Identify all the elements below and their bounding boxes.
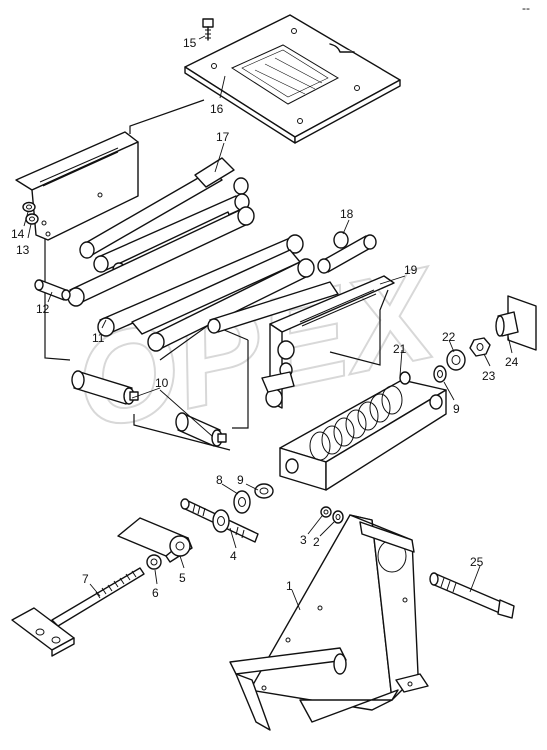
label-25: 25	[470, 555, 484, 569]
label-1: 1	[286, 579, 293, 593]
left-side-bracket	[15, 131, 139, 241]
base-bracket-1	[229, 514, 429, 731]
label-19: 19	[404, 263, 418, 277]
label-10: 10	[155, 376, 169, 390]
label-22: 22	[442, 330, 456, 344]
label-18: 18	[340, 207, 354, 221]
mounting-plate	[184, 14, 401, 144]
label-15: 15	[183, 36, 197, 50]
small-arm-18	[317, 231, 377, 274]
threaded-shaft-4	[180, 498, 259, 543]
spring-frame-21	[279, 371, 447, 491]
washer-8	[233, 490, 251, 514]
label-13: 13	[16, 243, 30, 257]
label-11: 11	[92, 331, 105, 345]
pin-12	[34, 279, 71, 301]
label-17: 17	[216, 130, 230, 144]
label-4: 4	[230, 549, 237, 563]
washer-22	[446, 349, 466, 371]
label-14: 14	[11, 227, 25, 241]
nut-14	[22, 201, 36, 213]
washer-9-left	[254, 483, 274, 499]
label-16: 16	[210, 102, 224, 116]
label-12: 12	[36, 302, 50, 316]
roller-10-a	[71, 370, 139, 405]
label-7: 7	[82, 572, 89, 586]
nut-23	[469, 337, 491, 357]
label-23: 23	[482, 369, 496, 383]
label-5: 5	[179, 571, 186, 585]
rubber-buffer-24	[495, 295, 537, 351]
scissor-arms	[67, 206, 339, 352]
right-side-bracket	[261, 275, 395, 409]
bolt-15	[202, 18, 214, 41]
washer-13	[25, 213, 39, 225]
label-6: 6	[152, 586, 159, 600]
label-8: 8	[216, 473, 223, 487]
label-24: 24	[505, 355, 519, 369]
label-3: 3	[300, 533, 307, 547]
leader-lines	[23, 35, 513, 611]
label-9-left: 9	[237, 473, 244, 487]
long-bolt-25	[429, 572, 515, 619]
corner-mark: --	[522, 1, 530, 15]
label-21: 21	[393, 342, 407, 356]
label-2: 2	[313, 535, 320, 549]
washer-9-right	[433, 365, 447, 383]
nut-3	[320, 506, 332, 518]
roller-10-b	[175, 412, 227, 447]
washer-6	[146, 554, 162, 570]
spring-coils	[309, 385, 403, 461]
washer-2	[332, 510, 344, 524]
assembly-outline	[44, 99, 389, 451]
label-9-right: 9	[453, 402, 460, 416]
tension-rod-7	[11, 567, 145, 657]
callout-labels: 15 16 17 18 19 14 13 12 11 21 22 24 23 9…	[11, 36, 519, 600]
